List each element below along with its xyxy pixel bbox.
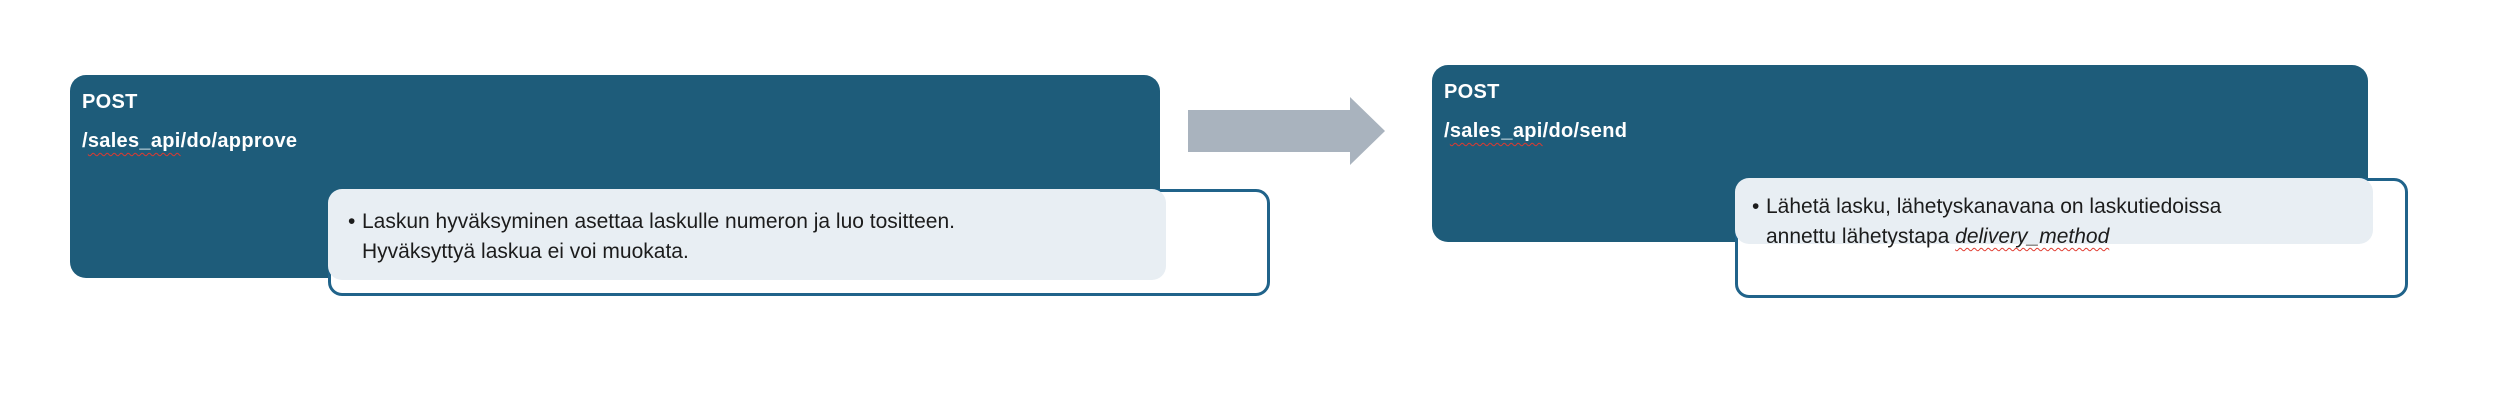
note-line-1: • Laskun hyväksyminen asettaa laskulle nu…: [348, 207, 955, 237]
note-text-send: • Lähetä lasku, lähetyskanavana on laskut…: [1752, 192, 2221, 252]
right-block-arrow-icon: [1188, 97, 1385, 165]
note-line-1: • Lähetä lasku, lähetyskanavana on laskut…: [1752, 192, 2221, 222]
note-line-2-italic-term: delivery_method: [1955, 225, 2110, 248]
note-line-1-text: Lähetä lasku, lähetyskanavana on laskuti…: [1766, 195, 2222, 218]
path-prefix: /: [82, 130, 88, 152]
path-misspelled-segment: sales_api: [1449, 120, 1543, 142]
api-path-send: /sales_api/do/send: [1444, 118, 2356, 144]
note-fill-panel: [328, 189, 1166, 280]
http-method-label: POST: [1444, 81, 1500, 103]
note-line-1-text: Laskun hyväksyminen asettaa laskulle num…: [362, 210, 956, 233]
note-line-2: annettu lähetystapa delivery_method: [1766, 222, 2221, 252]
bullet-icon: •: [1752, 195, 1760, 218]
note-fill-panel: [1735, 178, 2373, 244]
note-line-2: Hyväksyttyä laskua ei voi muokata.: [362, 237, 955, 267]
path-suffix: /do/approve: [180, 130, 298, 152]
path-prefix: /: [1444, 120, 1450, 142]
note-line-2-text: Hyväksyttyä laskua ei voi muokata.: [362, 240, 689, 263]
note-line-2-text: annettu lähetystapa: [1766, 225, 1956, 248]
note-text-approve: • Laskun hyväksyminen asettaa laskulle nu…: [348, 207, 955, 267]
path-misspelled-segment: sales_api: [87, 130, 181, 152]
note-approve: • Laskun hyväksyminen asettaa laskulle nu…: [328, 189, 1270, 296]
bullet-icon: •: [348, 210, 356, 233]
note-send: • Lähetä lasku, lähetyskanavana on laskut…: [1735, 178, 2408, 298]
http-method-label: POST: [82, 91, 138, 113]
path-suffix: /do/send: [1542, 120, 1628, 142]
arrow-shape: [1188, 97, 1385, 165]
api-path-approve: /sales_api/do/approve: [82, 128, 1148, 154]
